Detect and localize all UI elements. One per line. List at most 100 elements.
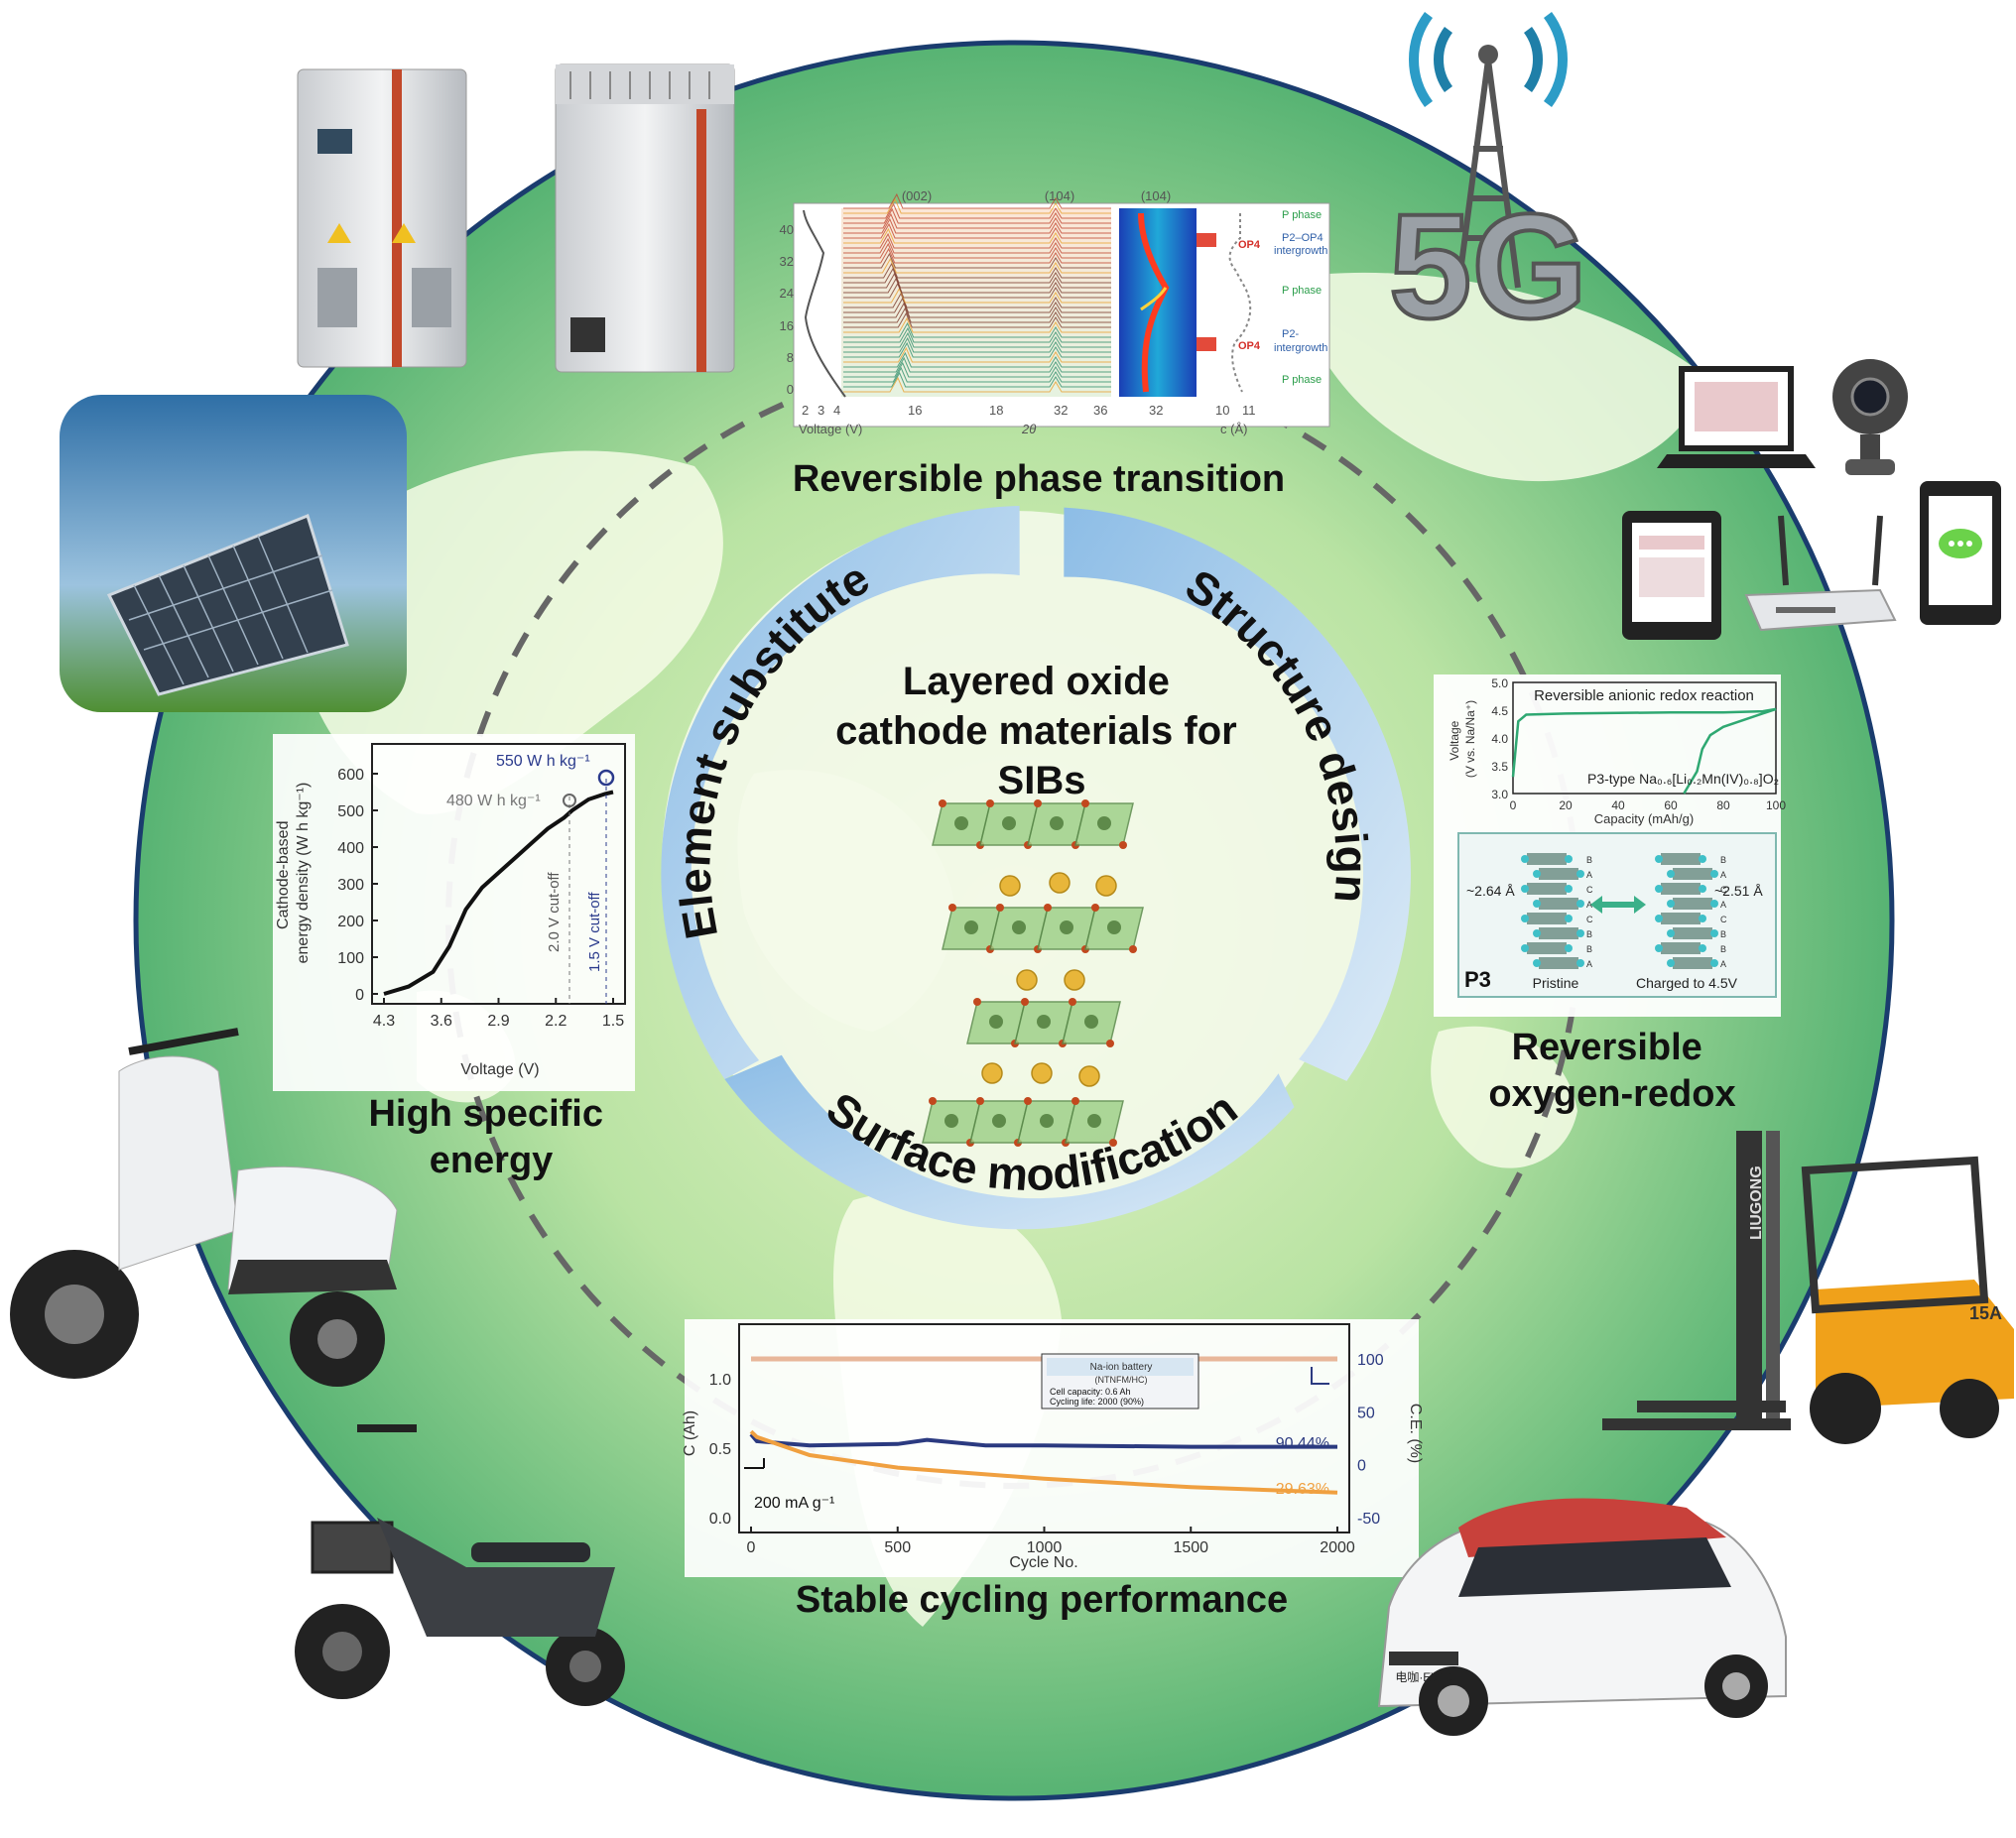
heatmap-peak-trace-2 [1140, 287, 1168, 311]
xrd-pattern-line [843, 202, 1111, 219]
oxygen-atom [1024, 1097, 1032, 1105]
p3-layer [1661, 913, 1701, 924]
oxygen-atom [1109, 1139, 1117, 1147]
redox-ytick: 5.0 [1491, 676, 1508, 690]
p3-atom [1667, 870, 1675, 878]
energy-xlabel: Voltage (V) [460, 1061, 539, 1078]
op4-label-1: OP4 [1238, 239, 1261, 251]
sodium-atom [1031, 1062, 1053, 1084]
cycling-ytick-right: 100 [1357, 1352, 1384, 1369]
xrd-pattern-line [843, 316, 1111, 333]
p3-layer [1527, 853, 1567, 865]
battery-cabinet-icon [555, 63, 735, 373]
theta-tick-right: 32 [1149, 403, 1163, 418]
5g-tower-icon: 5G [1387, 12, 1589, 351]
car-plate: 电咖·EV10 [1395, 1669, 1452, 1684]
op4-arrow-1 [1197, 233, 1216, 247]
theta-tick: 18 [989, 403, 1003, 418]
c-tick: 10 [1215, 403, 1229, 418]
oxygen-atom [1106, 1040, 1114, 1047]
marker-550 [597, 769, 615, 787]
oxygen-atom [973, 998, 981, 1006]
energy-density-curve [383, 790, 614, 996]
redox-ylabel: Voltage (V vs. Na/Na⁺) [1448, 700, 1477, 778]
transition-metal-atom [1012, 920, 1026, 934]
xrd-pattern-line [843, 356, 1111, 373]
xrd-pattern-line [843, 336, 1111, 353]
sodium-atom [1095, 875, 1117, 897]
volt-tick: 3 [818, 403, 824, 418]
redox-discharge-curve [1683, 707, 1777, 795]
p3-layer [1539, 898, 1578, 910]
p3-atom [1533, 959, 1541, 967]
d-spacing-right: ~2.51 Å [1714, 883, 1763, 899]
oxygen-atom [1129, 945, 1137, 953]
energy-ylabel-2: energy density (W h kg⁻¹) [295, 783, 312, 964]
p3-atom [1533, 870, 1541, 878]
right-axis-arrow [1311, 1367, 1329, 1385]
sodium-atom [1049, 872, 1071, 894]
energy-xtick: 2.9 [487, 1013, 509, 1030]
redox-ylabel-2: (V vs. Na/Na⁺) [1463, 700, 1477, 778]
rate-label: 200 mA g⁻¹ [754, 1495, 834, 1512]
transition-metal-atom [1107, 920, 1121, 934]
charged-label: Charged to 4.5V [1636, 975, 1738, 991]
marker-480 [563, 794, 576, 807]
cycling-xlabel: Cycle No. [1009, 1554, 1077, 1571]
arrow-head-right [1634, 896, 1646, 914]
battery-inset-line-1: Na-ion battery [1090, 1362, 1153, 1373]
theta-tick: 36 [1093, 403, 1107, 418]
xrd-pattern-line [843, 252, 1111, 269]
energy-xtick: 1.5 [602, 1013, 624, 1030]
p3-atom [1667, 900, 1675, 908]
p3-atom [1655, 885, 1663, 893]
p3-atom [1533, 900, 1541, 908]
energy-ytick: 500 [337, 803, 364, 820]
energy-panel-title: High specific energy [368, 1093, 613, 1181]
xrd-pattern-line [843, 197, 1111, 214]
transition-metal-atom [1037, 1015, 1051, 1029]
5g-text: 5G [1389, 183, 1587, 349]
energy-storage-cabinet-icon [297, 68, 467, 368]
solar-panel-icon [60, 395, 407, 712]
xrd-pattern-line [843, 361, 1111, 378]
xrd-pattern-line [843, 346, 1111, 363]
xrd-pattern-line [843, 262, 1111, 279]
cutoff-15-text: 1.5 V cut-off [586, 892, 603, 972]
p3-layer [1673, 898, 1712, 910]
xrd-pattern-line [843, 371, 1111, 388]
redox-xtick: 100 [1766, 798, 1786, 812]
theta-tick: 16 [908, 403, 922, 418]
xrd-pattern-line [843, 287, 1111, 304]
voltage-axis-label: Voltage (V) [799, 422, 862, 436]
phase-y-ticks: 40 32 24 16 8 0 [780, 222, 794, 397]
xrd-pattern-line [843, 207, 1111, 224]
phase-ytick: 24 [780, 286, 794, 301]
p3-atom [1655, 915, 1663, 922]
webcam-icon [1832, 359, 1908, 475]
p3-layer [1539, 957, 1578, 969]
volt-tick: 4 [833, 403, 840, 418]
redox-ytick: 3.0 [1491, 788, 1508, 801]
cycling-ytick-right: 0 [1357, 1458, 1366, 1475]
phase-label: P phase [1282, 209, 1322, 221]
redox-title-2: oxygen-redox [1488, 1073, 1735, 1115]
redox-chart-title: Reversible anionic redox reaction [1534, 687, 1754, 704]
electric-bike-icon [295, 1424, 625, 1706]
peak-label-002: (002) [902, 188, 932, 203]
sodium-atom [1016, 969, 1038, 991]
battery-inset-line-2: (NTNFM/HC) [1095, 1375, 1148, 1385]
xrd-pattern-line [843, 351, 1111, 368]
energy-xtick: 4.3 [373, 1013, 395, 1030]
retention-blue: 90.44% [1276, 1435, 1329, 1452]
oxygen-atom [948, 904, 956, 912]
xrd-pattern-line [843, 192, 1111, 209]
phase-ytick: 8 [787, 350, 794, 365]
transition-metal-atom [1050, 816, 1064, 830]
p3-atom [1699, 944, 1706, 952]
p3-atom [1576, 959, 1584, 967]
